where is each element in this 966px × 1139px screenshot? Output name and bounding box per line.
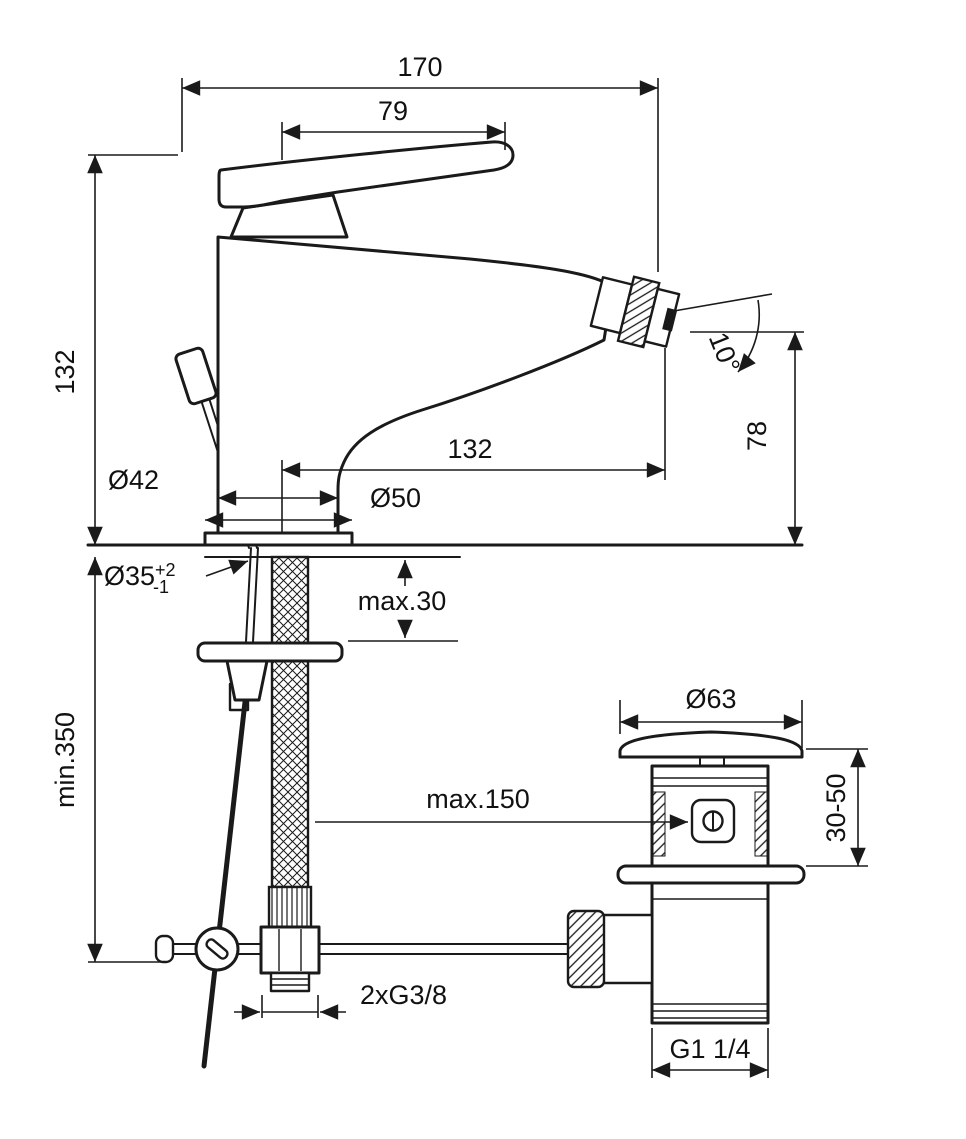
rod-end-cap [154, 934, 175, 964]
dim-waste-clamp-range-label: 30-50 [821, 773, 851, 842]
dim-supply-thread: 2xG3/8 [234, 980, 447, 1020]
popup-knob [174, 346, 218, 406]
hose-connector [259, 925, 321, 993]
handle-collar [229, 193, 349, 239]
dim-total-width: 170 [181, 52, 659, 272]
dim-base-diameter-label: Ø50 [370, 483, 421, 513]
dim-rod-length: max.150 [315, 784, 688, 830]
waste-flange [616, 864, 806, 885]
linkage-pivot [194, 926, 240, 972]
dim-height-to-deck-label: 132 [50, 349, 80, 394]
supply-hose [267, 555, 313, 929]
aerator-slot [662, 307, 678, 332]
dimensions: 170 79 132 10° 78 132 [50, 52, 868, 1078]
waste-assembly [566, 730, 806, 1025]
dim-waste-cap-diameter-label: Ø63 [685, 684, 736, 714]
waste-cap [618, 730, 804, 759]
pivot-slot [205, 938, 229, 960]
hose-nut [259, 925, 321, 975]
mounting-hardware [196, 641, 344, 702]
hose-thread-tip [269, 971, 311, 993]
dim-base-diameter: Ø50 [205, 483, 421, 528]
dim-waste-thread: G1 1/4 [651, 1028, 769, 1078]
braided-hose [270, 555, 310, 889]
dim-spout-height-label: 78 [742, 421, 772, 451]
dim-waste-thread-label: G1 1/4 [669, 1034, 750, 1064]
dim-hose-length: min.350 [50, 557, 165, 963]
dim-hole-diameter-label: Ø35+2-1 [104, 560, 176, 597]
dim-total-width-label: 170 [397, 52, 442, 82]
dim-deck-thickness: max.30 [348, 560, 458, 642]
aerator [589, 275, 681, 349]
dim-handle-length-label: 79 [378, 96, 408, 126]
dim-hose-length-label: min.350 [50, 712, 80, 808]
handle-lever [217, 140, 515, 209]
mounting-washer [196, 641, 344, 663]
dim-body-diameter: Ø42 [108, 465, 338, 506]
dim-waste-cap-diameter: Ø63 [619, 684, 803, 748]
dim-height-to-deck: 132 [50, 154, 178, 545]
popup-pull-rod [201, 699, 248, 1069]
dim-spout-height: 78 [690, 331, 804, 545]
dim-rod-length-label: max.150 [426, 784, 530, 814]
dim-body-diameter-label: Ø42 [108, 465, 159, 495]
dim-hole-diameter: Ø35+2-1 [104, 559, 249, 597]
waste-lower-body [650, 881, 770, 1025]
ball-joint-nut [566, 909, 606, 989]
popup-linkage [154, 397, 589, 1069]
dim-spray-angle: 10° [667, 293, 773, 377]
side-boss [600, 913, 654, 985]
dim-waste-clamp-range: 30-50 [806, 748, 868, 867]
faucet [174, 140, 681, 547]
dim-spout-reach: 132 [281, 348, 666, 532]
dim-deck-thickness-label: max.30 [358, 586, 447, 616]
dim-handle-length: 79 [281, 96, 506, 160]
mounting-surface [86, 543, 804, 558]
hose-ferrule [267, 885, 313, 929]
mounting-nut [225, 659, 269, 702]
base-flange [203, 531, 354, 547]
dim-spout-reach-label: 132 [447, 434, 492, 464]
dim-supply-thread-label: 2xG3/8 [360, 980, 447, 1010]
